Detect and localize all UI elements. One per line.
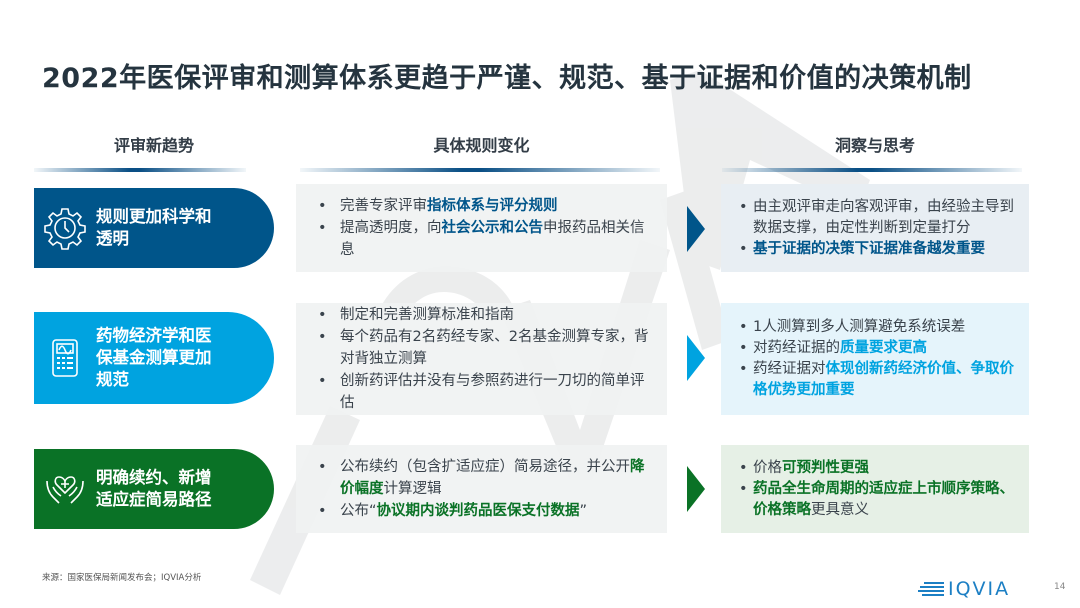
changes-box-row1: 完善专家评审指标体系与评分规则 提高透明度，向社会公示和公告申报药品相关信息 (296, 184, 667, 272)
source-note: 来源：国家医保局新闻发布会；IQVIA分析 (42, 573, 202, 583)
iqvia-logo: IQVIA (918, 578, 1010, 600)
trend-pill-rules-transparency: 规则更加科学和透明 (34, 188, 274, 268)
trend-label: 药物经济学和医保基金测算更加规范 (96, 326, 212, 389)
change-item: 创新药评估并没有与参照药进行一刀切的简单评估 (316, 370, 653, 414)
trend-pill-renewal-path: 明确续约、新增适应症简易路径 (34, 449, 274, 529)
insight-item: 对药经证据的质量要求更高 (739, 338, 1019, 359)
insight-item: 1人测算到多人测算避免系统误差 (739, 317, 1019, 338)
arrow-right-icon (687, 335, 705, 381)
calculator-icon (40, 333, 90, 383)
changes-box-row2: 制定和完善测算标准和指南 每个药品有2名药经专家、2名基金测算专家，背对背独立测… (296, 303, 667, 415)
arrow-right-icon (687, 466, 705, 512)
insight-item: 由主观评审走向客观评审，由经验主导到数据支撑，由定性判断到定量打分 (739, 197, 1019, 239)
column-header-changes: 具体规则变化 (433, 136, 530, 155)
insight-item: 药经证据对体现创新药经济价值、争取价格优势更加重要 (739, 359, 1019, 401)
trend-label: 规则更加科学和透明 (96, 207, 212, 248)
change-item: 制定和完善测算标准和指南 (316, 304, 653, 326)
insight-item: 药品全生命周期的适应症上市顺序策略、价格策略更具意义 (739, 479, 1019, 521)
change-item: 完善专家评审指标体系与评分规则 (316, 195, 653, 217)
trend-pill-pharmacoeconomics: 药物经济学和医保基金测算更加规范 (34, 312, 274, 404)
insight-item: 基于证据的决策下证据准备越发重要 (739, 239, 1019, 260)
insight-item: 价格可预判性更强 (739, 458, 1019, 479)
change-item: 公布续约（包含扩适应症）简易途径，并公开降价幅度计算逻辑 (316, 456, 653, 500)
insight-box-row2: 1人测算到多人测算避免系统误差 对药经证据的质量要求更高 药经证据对体现创新药经… (721, 303, 1029, 415)
change-item: 每个药品有2名药经专家、2名基金测算专家，背对背独立测算 (316, 326, 653, 370)
arrow-right-icon (687, 206, 705, 252)
column-underline-trend (34, 168, 246, 172)
column-underline-changes (300, 168, 660, 172)
changes-box-row3: 公布续约（包含扩适应症）简易途径，并公开降价幅度计算逻辑 公布“协议期内谈判药品… (296, 445, 667, 533)
column-underline-insights (722, 168, 1022, 172)
change-item: 提高透明度，向社会公示和公告申报药品相关信息 (316, 217, 653, 261)
column-header-trend: 评审新趋势 (113, 136, 194, 155)
insight-box-row1: 由主观评审走向客观评审，由经验主导到数据支撑，由定性判断到定量打分 基于证据的决… (721, 184, 1029, 272)
gear-clock-icon (40, 203, 90, 253)
trend-label: 明确续约、新增适应症简易路径 (96, 468, 212, 509)
change-item: 公布“协议期内谈判药品医保支付数据” (316, 500, 653, 522)
hands-heart-icon (40, 464, 90, 514)
iqvia-logo-mark-icon (918, 582, 944, 596)
column-header-insights: 洞察与思考 (834, 136, 915, 155)
page-number: 14 (1054, 582, 1066, 592)
insight-box-row3: 价格可预判性更强 药品全生命周期的适应症上市顺序策略、价格策略更具意义 (721, 445, 1029, 533)
page-title: 2022年医保评审和测算体系更趋于严谨、规范、基于证据和价值的决策机制 (42, 63, 972, 94)
